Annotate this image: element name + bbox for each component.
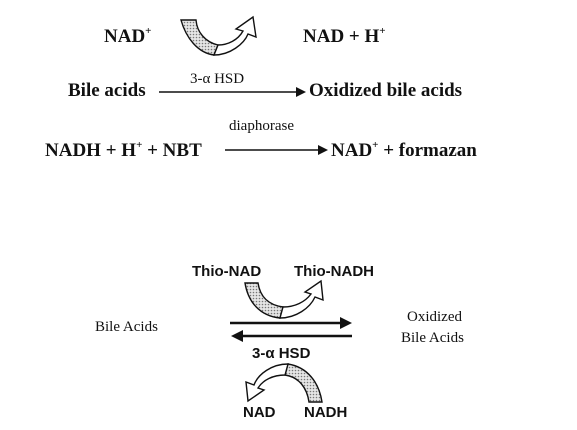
r3-top-curved-arrow-head bbox=[279, 279, 324, 319]
r3-forward-arrowhead bbox=[340, 317, 352, 329]
r2-products: NAD+ + formazan bbox=[331, 139, 477, 161]
r3-bottom-curved-arrow-head bbox=[245, 363, 289, 403]
r2-reaction-arrowhead bbox=[318, 145, 328, 155]
r3-cofactor-bottom-in: NADH bbox=[304, 404, 347, 421]
r3-product-line-1: Oxidized bbox=[407, 309, 462, 325]
r1-curved-arrow-shaded bbox=[180, 19, 219, 56]
r1-product: Oxidized bile acids bbox=[309, 80, 462, 101]
r1-substrate: Bile acids bbox=[68, 80, 146, 101]
r1-enzyme: 3-α HSD bbox=[190, 71, 244, 87]
r2-reactants: NADH + H+ + NBT bbox=[45, 139, 202, 161]
reaction-3: Thio-NAD Thio-NADH Bile Acids 3-α HSD Ox… bbox=[95, 263, 464, 421]
reaction-1: NAD+ NAD + H+ Bile acids 3-α HSD Oxidize… bbox=[68, 15, 462, 101]
r3-reverse-arrowhead bbox=[231, 330, 243, 342]
r1-cofactor-in: NAD+ bbox=[104, 25, 151, 47]
r2-enzyme: diaphorase bbox=[229, 118, 294, 134]
r3-cofactor-top-in: Thio-NAD bbox=[192, 263, 261, 280]
reaction-2: diaphorase NADH + H+ + NBT NAD+ + formaz… bbox=[45, 118, 477, 161]
r3-top-curved-arrow-shaded bbox=[244, 282, 284, 319]
r3-cofactor-bottom-out: NAD bbox=[243, 404, 276, 421]
r1-curved-arrow-head bbox=[212, 15, 257, 56]
r3-product-line-2: Bile Acids bbox=[401, 330, 464, 346]
r1-reaction-arrowhead bbox=[296, 87, 306, 97]
r3-bottom-curved-arrow-shaded bbox=[284, 363, 323, 403]
r3-cofactor-top-out: Thio-NADH bbox=[294, 263, 374, 280]
r1-cofactor-out: NAD + H+ bbox=[303, 25, 386, 47]
r3-substrate: Bile Acids bbox=[95, 319, 158, 335]
r3-enzyme: 3-α HSD bbox=[252, 345, 311, 362]
